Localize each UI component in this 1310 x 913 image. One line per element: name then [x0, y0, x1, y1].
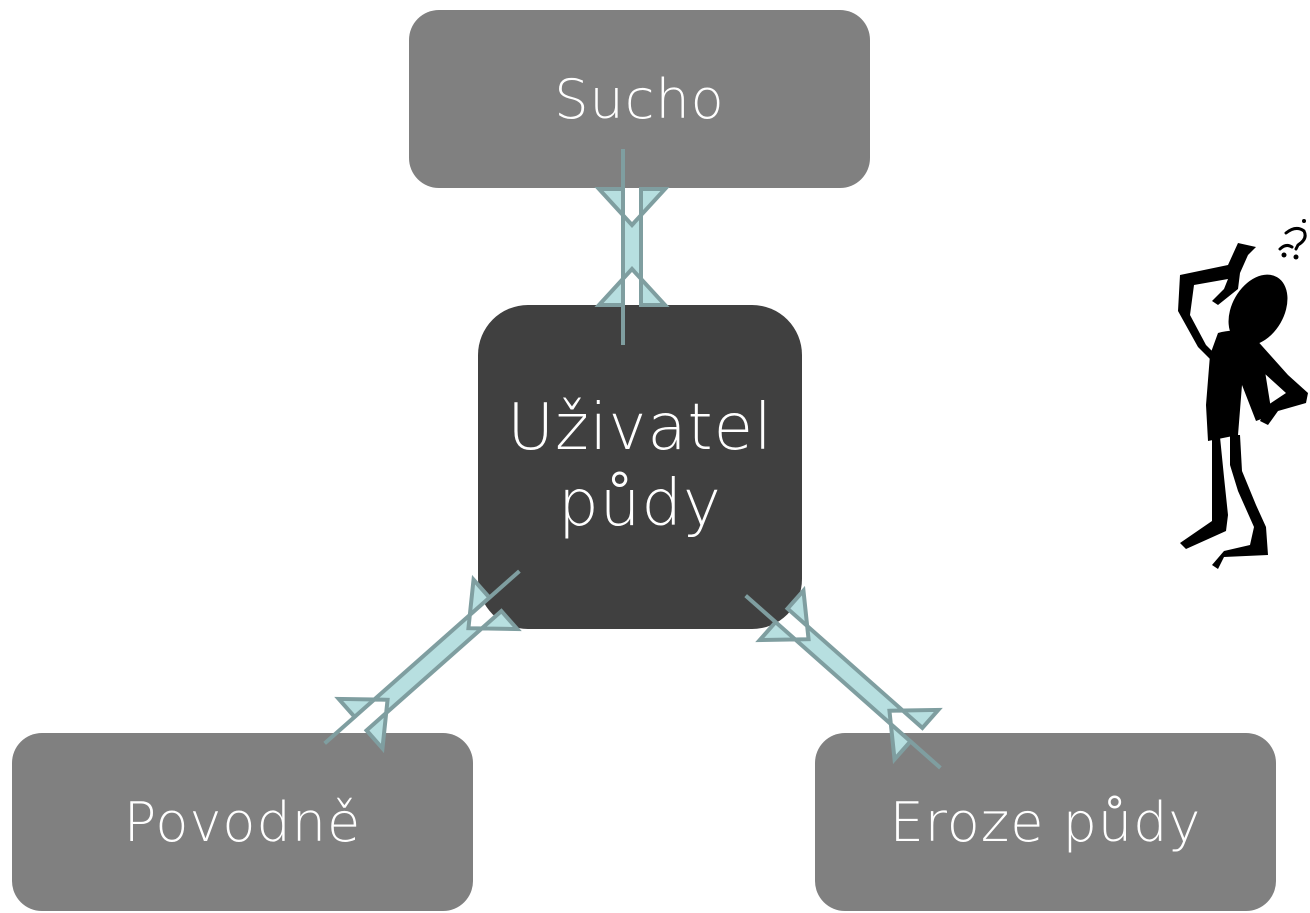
node-eroze-pudy: Eroze půdy: [815, 733, 1276, 911]
node-povodne: Povodně: [12, 733, 473, 911]
node-sucho-label: Sucho: [554, 67, 725, 131]
node-sucho: Sucho: [409, 10, 870, 188]
node-center-line2: půdy: [558, 467, 722, 541]
node-povodne-label: Povodně: [123, 790, 362, 854]
node-eroze-label: Eroze půdy: [889, 790, 1202, 854]
arrow-center-left: [323, 569, 522, 754]
arrow-center-right: [744, 585, 943, 770]
thinking-person-icon: [1178, 219, 1308, 569]
node-uzivatel-pudy: Uživatel půdy: [478, 305, 802, 629]
arrow-center-top: [594, 149, 670, 345]
node-center-label: Uživatel půdy: [507, 391, 773, 542]
node-center-line1: Uživatel: [507, 391, 773, 466]
